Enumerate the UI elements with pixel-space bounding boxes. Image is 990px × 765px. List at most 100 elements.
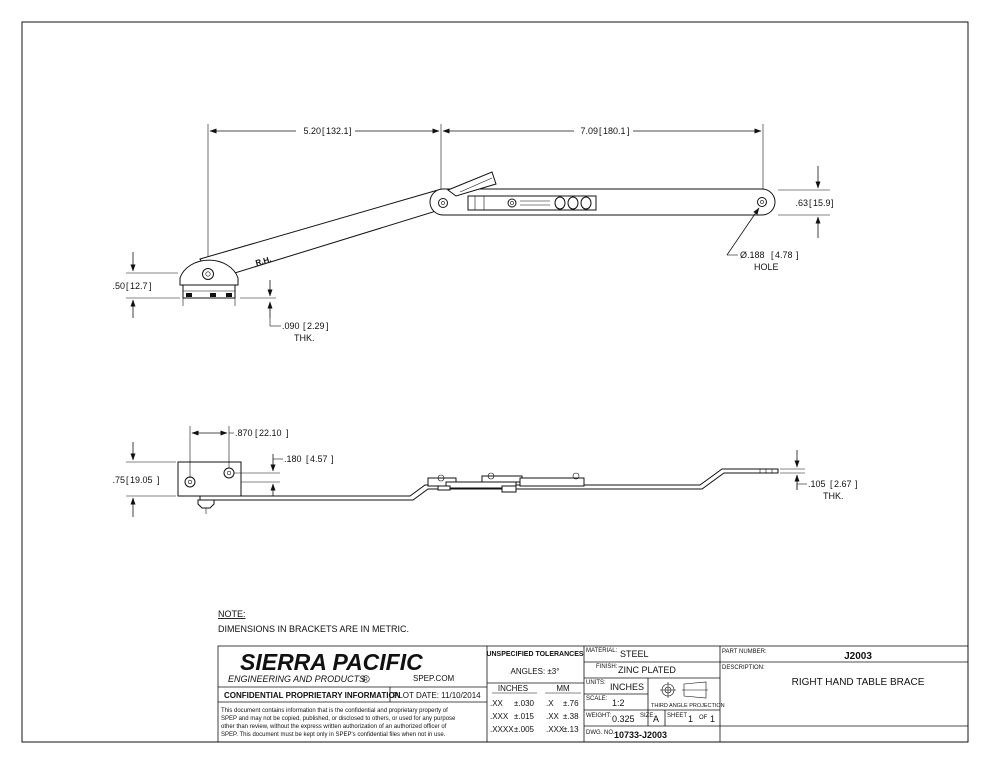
- dim-left-span-mm: 132.1: [326, 126, 349, 136]
- confidential-heading: CONFIDENTIAL PROPRIETARY INFORMATION: [224, 691, 401, 700]
- dim-thickness-mm: 2.29: [307, 321, 325, 331]
- note-text: DIMENSIONS IN BRACKETS ARE IN METRIC.: [218, 624, 409, 634]
- hole-label: HOLE: [754, 262, 779, 272]
- svg-text:]: ]: [149, 281, 152, 291]
- dim-end-thickness-in: .105: [808, 479, 826, 489]
- third-angle-projection-icon: [660, 681, 708, 699]
- dim-hole-offset-mm: 4.57: [310, 454, 328, 464]
- angles-tolerance: ANGLES: ±3°: [511, 667, 560, 676]
- dim-block-height-mm: 19.05: [130, 475, 153, 485]
- title-block: SIERRA PACIFIC ENGINEERING AND PRODUCTS …: [217, 645, 969, 743]
- disclaimer-line-2: SPEP and may not be copied, published, o…: [221, 716, 456, 722]
- svg-text:[: [: [322, 126, 325, 136]
- svg-text:]: ]: [331, 454, 334, 464]
- svg-text:[: [: [306, 454, 309, 464]
- dim-hole-offset-in: .180: [284, 454, 302, 464]
- svg-text:]: ]: [157, 475, 160, 485]
- svg-text:[: [: [303, 321, 306, 331]
- angled-arm: [199, 189, 447, 281]
- dim-base-height-in: .50: [112, 281, 125, 291]
- dim-end-width-in: .63: [795, 198, 808, 208]
- svg-text:[: [: [830, 479, 833, 489]
- registered-mark: R: [364, 677, 368, 683]
- dim-end-width-mm: 15.9: [813, 198, 831, 208]
- plot-date: PLOT DATE: 11/10/2014: [393, 691, 481, 700]
- dim-thickness-in: .090: [282, 321, 300, 331]
- svg-text:PART NUMBER:: PART NUMBER:: [722, 649, 767, 655]
- disclaimer-line-4: SPEP. This document must be kept only in…: [221, 732, 446, 738]
- tolerances-heading: UNSPECIFIED TOLERANCES: [486, 651, 583, 658]
- units-value: INCHES: [610, 682, 644, 692]
- svg-text:[: [: [126, 475, 129, 485]
- dwg-number: 10733-J2003: [614, 730, 667, 740]
- svg-text:WEIGHT:: WEIGHT:: [586, 713, 611, 719]
- svg-text:DESCRIPTION:: DESCRIPTION:: [722, 665, 765, 671]
- svg-text:.XX: .XX: [546, 712, 560, 721]
- svg-text:FINISH:: FINISH:: [596, 664, 618, 670]
- thickness-label: THK.: [294, 333, 315, 343]
- disclaimer-line-3: other than review, without the express w…: [221, 724, 447, 730]
- svg-text:]: ]: [855, 479, 858, 489]
- svg-text:±.005: ±.005: [514, 725, 535, 734]
- svg-text:]: ]: [796, 250, 799, 260]
- mm-heading: MM: [556, 684, 570, 693]
- svg-text:±.76: ±.76: [563, 699, 579, 708]
- sheet-total: 1: [710, 714, 715, 724]
- svg-text:]: ]: [326, 321, 329, 331]
- dim-hole-in: Ø.188: [740, 250, 765, 260]
- arm-marking: R.H.: [254, 255, 272, 268]
- dim-base-height-mm: 12.7: [130, 281, 148, 291]
- svg-text:]: ]: [349, 126, 352, 136]
- svg-text:[: [: [809, 198, 812, 208]
- end-thickness-label: THK.: [823, 491, 844, 501]
- svg-text:±.015: ±.015: [514, 712, 535, 721]
- sheet-border: [21, 21, 969, 743]
- website: SPEP.COM: [413, 674, 455, 683]
- disclaimer-line-1: This document contains information that …: [221, 708, 448, 714]
- base-pivot: [202, 268, 214, 280]
- svg-text:±.13: ±.13: [563, 725, 579, 734]
- sheet-value: 1: [688, 714, 693, 724]
- part-number: J2003: [844, 651, 872, 662]
- top-view: 5.20 [ 132.1 ] 7.09 [ 180.1 ] R.H.: [112, 124, 834, 343]
- note-heading: NOTE:: [218, 609, 246, 619]
- svg-text:[: [: [126, 281, 129, 291]
- side-view: .870 [ 22.10 ] .180 [ 4.57 ] .75 [ 19.05…: [112, 426, 858, 517]
- svg-text:[: [: [599, 126, 602, 136]
- projection-label: THIRD ANGLE PROJECTION: [651, 703, 725, 709]
- dim-left-span-in: 5.20: [303, 126, 321, 136]
- dim-right-span-mm: 180.1: [603, 126, 626, 136]
- side-arm-profile: [199, 468, 779, 501]
- svg-text:MATERIAL:: MATERIAL:: [586, 648, 618, 654]
- svg-text:[: [: [255, 428, 258, 438]
- company-name: SIERRA PACIFIC: [240, 649, 423, 675]
- svg-text:SCALE:: SCALE:: [586, 696, 608, 702]
- svg-text:[: [: [771, 250, 774, 260]
- svg-text:.XXXX: .XXXX: [490, 725, 514, 734]
- dim-block-width-mm: 22.10: [259, 428, 282, 438]
- svg-text:±.38: ±.38: [563, 712, 579, 721]
- scale-value: 1:2: [612, 698, 625, 708]
- material-value: STEEL: [620, 649, 649, 659]
- svg-text:DWG. NO.: DWG. NO.: [586, 730, 615, 736]
- svg-text:.X: .X: [546, 699, 554, 708]
- svg-text:.XXX: .XXX: [546, 725, 565, 734]
- svg-text:.XX: .XX: [490, 699, 504, 708]
- dim-end-thickness-mm: 2.67: [834, 479, 852, 489]
- svg-text:]: ]: [831, 198, 834, 208]
- svg-text:±.030: ±.030: [514, 699, 535, 708]
- weight-value: 0.325: [612, 714, 635, 724]
- svg-text:.XXX: .XXX: [490, 712, 509, 721]
- description: RIGHT HAND TABLE BRACE: [792, 677, 925, 688]
- end-hole: [757, 197, 767, 207]
- inches-heading: INCHES: [498, 684, 528, 693]
- finish-value: ZINC PLATED: [618, 665, 676, 675]
- svg-text:UNITS:: UNITS:: [586, 680, 606, 686]
- dim-hole-mm: 4.78: [775, 250, 793, 260]
- size-value: A: [653, 714, 659, 724]
- dim-block-width-in: .870: [235, 428, 253, 438]
- svg-text:]: ]: [627, 126, 630, 136]
- dim-block-height-in: .75: [112, 475, 125, 485]
- dim-right-span-in: 7.09: [580, 126, 598, 136]
